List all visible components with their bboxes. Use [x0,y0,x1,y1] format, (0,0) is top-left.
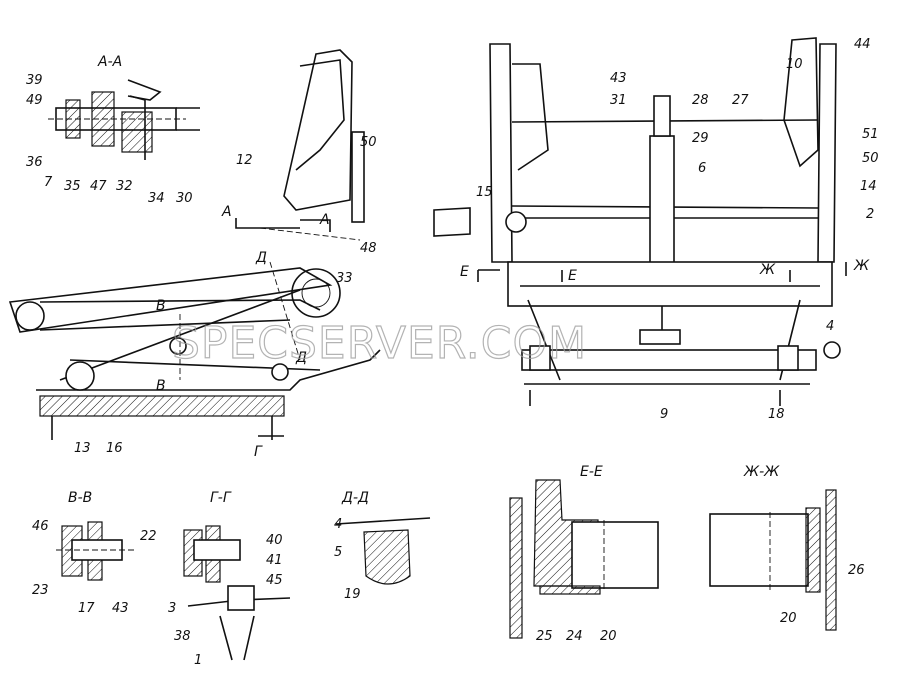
cut-a-left: А [221,204,232,220]
callout-dd-4: 4 [334,517,342,532]
section-vv-title: В-В [68,490,92,506]
callout-front-10: 10 [786,57,803,72]
callout-aa-47: 47 [90,179,107,194]
callout-front-29: 29 [692,131,709,146]
callout-front-51: 51 [862,127,879,142]
callout-aa-39: 39 [26,73,43,88]
cut-g: Г [254,444,263,460]
section-aa-detail: А-А [48,54,200,160]
callout-gg-1: 1 [194,653,202,668]
section-zhzh-title: Ж-Ж [743,464,780,480]
callout-vv-23: 23 [32,583,49,598]
callout-gg-41: 41 [266,553,283,568]
watermark: SPECSERVER.COM [172,318,587,369]
callout-vv-17: 17 [78,601,95,616]
section-ee-detail: Е-Е [509,464,659,639]
callout-vv-46: 46 [32,519,49,534]
section-dd-title: Д-Д [341,490,369,506]
side-view: А А Д Д В В Г [8,49,381,460]
cut-zh-left: Ж [759,262,776,278]
callout-aa-7: 7 [44,175,53,190]
callout-front-6: 6 [698,161,706,176]
front-view: Е Е Ж Ж [433,37,870,406]
cut-a-right: А [319,212,330,228]
callout-aa-32: 32 [116,179,133,194]
callout-side-33: 33 [336,271,353,286]
callout-front-31: 31 [610,93,627,108]
callout-aa-34: 34 [148,191,165,206]
callout-aa-35: 35 [64,179,81,194]
callout-front-50: 50 [862,151,879,166]
callout-front-15: 15 [476,185,493,200]
section-gg-detail: Г-Г [183,490,291,661]
callout-zhzh-26: 26 [848,563,865,578]
callout-gg-40: 40 [266,533,283,548]
callout-dd-19: 19 [344,587,361,602]
cut-d-bottom: Д [295,350,307,366]
callout-side-50: 50 [360,135,377,150]
callout-dd-5: 5 [334,545,342,560]
cut-zh-right: Ж [853,258,870,274]
callout-front-28: 28 [692,93,709,108]
cut-e-right: Е [568,268,577,284]
callout-gg-3: 3 [168,601,176,616]
callout-front-9: 9 [660,407,668,422]
callout-vv-22: 22 [140,529,157,544]
section-gg-title: Г-Г [210,490,232,506]
section-aa-title: А-А [97,54,122,70]
callout-gg-45: 45 [266,573,283,588]
callout-aa-49: 49 [26,93,43,108]
callout-ee-20: 20 [600,629,617,644]
callout-front-44: 44 [854,37,871,52]
callout-gg-38: 38 [174,629,191,644]
callout-zhzh-20: 20 [780,611,797,626]
callout-side-16: 16 [106,441,123,456]
callout-side-12: 12 [236,153,253,168]
callout-front-43: 43 [610,71,627,86]
callout-aa-36: 36 [26,155,43,170]
callout-ee-25: 25 [536,629,553,644]
section-ee-title: Е-Е [580,464,603,480]
callout-side-13: 13 [74,441,91,456]
cut-v-bottom: В [156,378,166,394]
callout-side-48: 48 [360,241,377,256]
section-dd-detail: Д-Д [335,490,431,585]
callout-aa-30: 30 [176,191,193,206]
section-zhzh-detail: Ж-Ж [709,464,837,631]
callout-front-14: 14 [860,179,877,194]
callout-ee-24: 24 [566,629,583,644]
cut-d-top: Д [255,250,267,266]
section-vv-detail: В-В [56,490,134,581]
callout-front-27: 27 [732,93,749,108]
cut-v-top: В [156,298,166,314]
callout-front-18: 18 [768,407,785,422]
callout-vv-43: 43 [112,601,129,616]
cut-e-left: Е [460,264,469,280]
callout-front-2: 2 [866,207,874,222]
callout-front-4: 4 [826,319,834,334]
